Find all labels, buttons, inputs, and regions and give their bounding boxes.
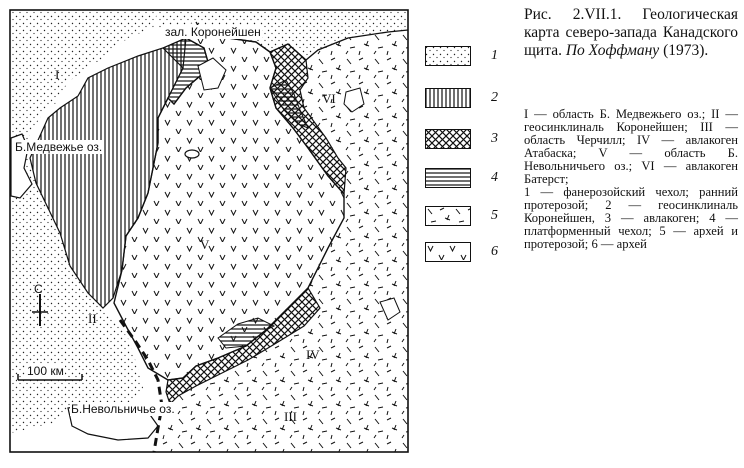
caption-title: Рис. 2.VII.1. Геологическая карта северо… <box>524 6 738 59</box>
legend-item-5: 5 <box>425 206 505 232</box>
legend-item-4: 4 <box>425 168 505 194</box>
explanation-regions: I — область Б. Медвежьего оз.; II — геос… <box>524 107 738 186</box>
region-numeral-VI: VI <box>322 91 336 106</box>
region-numeral-V: V <box>200 237 210 252</box>
geologic-map <box>9 9 409 453</box>
label-great-slave-lake: Б.Невольничье оз. <box>70 402 176 416</box>
figure-caption: Рис. 2.VII.1. Геологическая карта северо… <box>524 6 738 60</box>
explanation-legend: 1 — фанерозойский чехол; ранний протероз… <box>524 185 738 251</box>
label-scale: 100 км <box>26 364 65 378</box>
scale-bar <box>17 374 83 381</box>
legend-item-6: 6 <box>425 242 505 268</box>
region-numeral-III: III <box>284 409 297 424</box>
legend-number: 6 <box>491 244 498 259</box>
region-archean-proterozoic-east <box>158 30 408 452</box>
label-coronation-gulf: зал. Коронейшен <box>164 25 262 39</box>
figure-explanation: I — область Б. Медвежьего оз.; II — геос… <box>524 108 738 251</box>
label-north: С <box>34 282 43 296</box>
legend-number: 5 <box>491 208 498 223</box>
coast-north-east <box>196 11 408 60</box>
legend-number: 1 <box>491 48 498 63</box>
region-platform-ne <box>269 79 309 129</box>
fault-line <box>118 319 164 453</box>
legend-item-3: 3 <box>425 129 505 155</box>
caption-source: По Хоффману <box>565 42 660 59</box>
region-phanerozoic-west <box>11 11 158 433</box>
region-numeral-I: I <box>55 67 60 82</box>
legend-item-1: 1 <box>425 46 505 72</box>
caption-year: (1973). <box>663 42 709 59</box>
label-great-bear-lake: Б.Медвежье оз. <box>14 140 104 154</box>
legend-number: 4 <box>491 170 498 185</box>
region-platform-south <box>217 317 276 349</box>
legend-number: 2 <box>491 90 498 105</box>
region-numeral-II: II <box>88 311 97 326</box>
region-numeral-IV: IV <box>306 347 320 362</box>
legend-item-2: 2 <box>425 88 505 114</box>
north-arrow <box>32 294 48 326</box>
legend-number: 3 <box>491 131 498 146</box>
